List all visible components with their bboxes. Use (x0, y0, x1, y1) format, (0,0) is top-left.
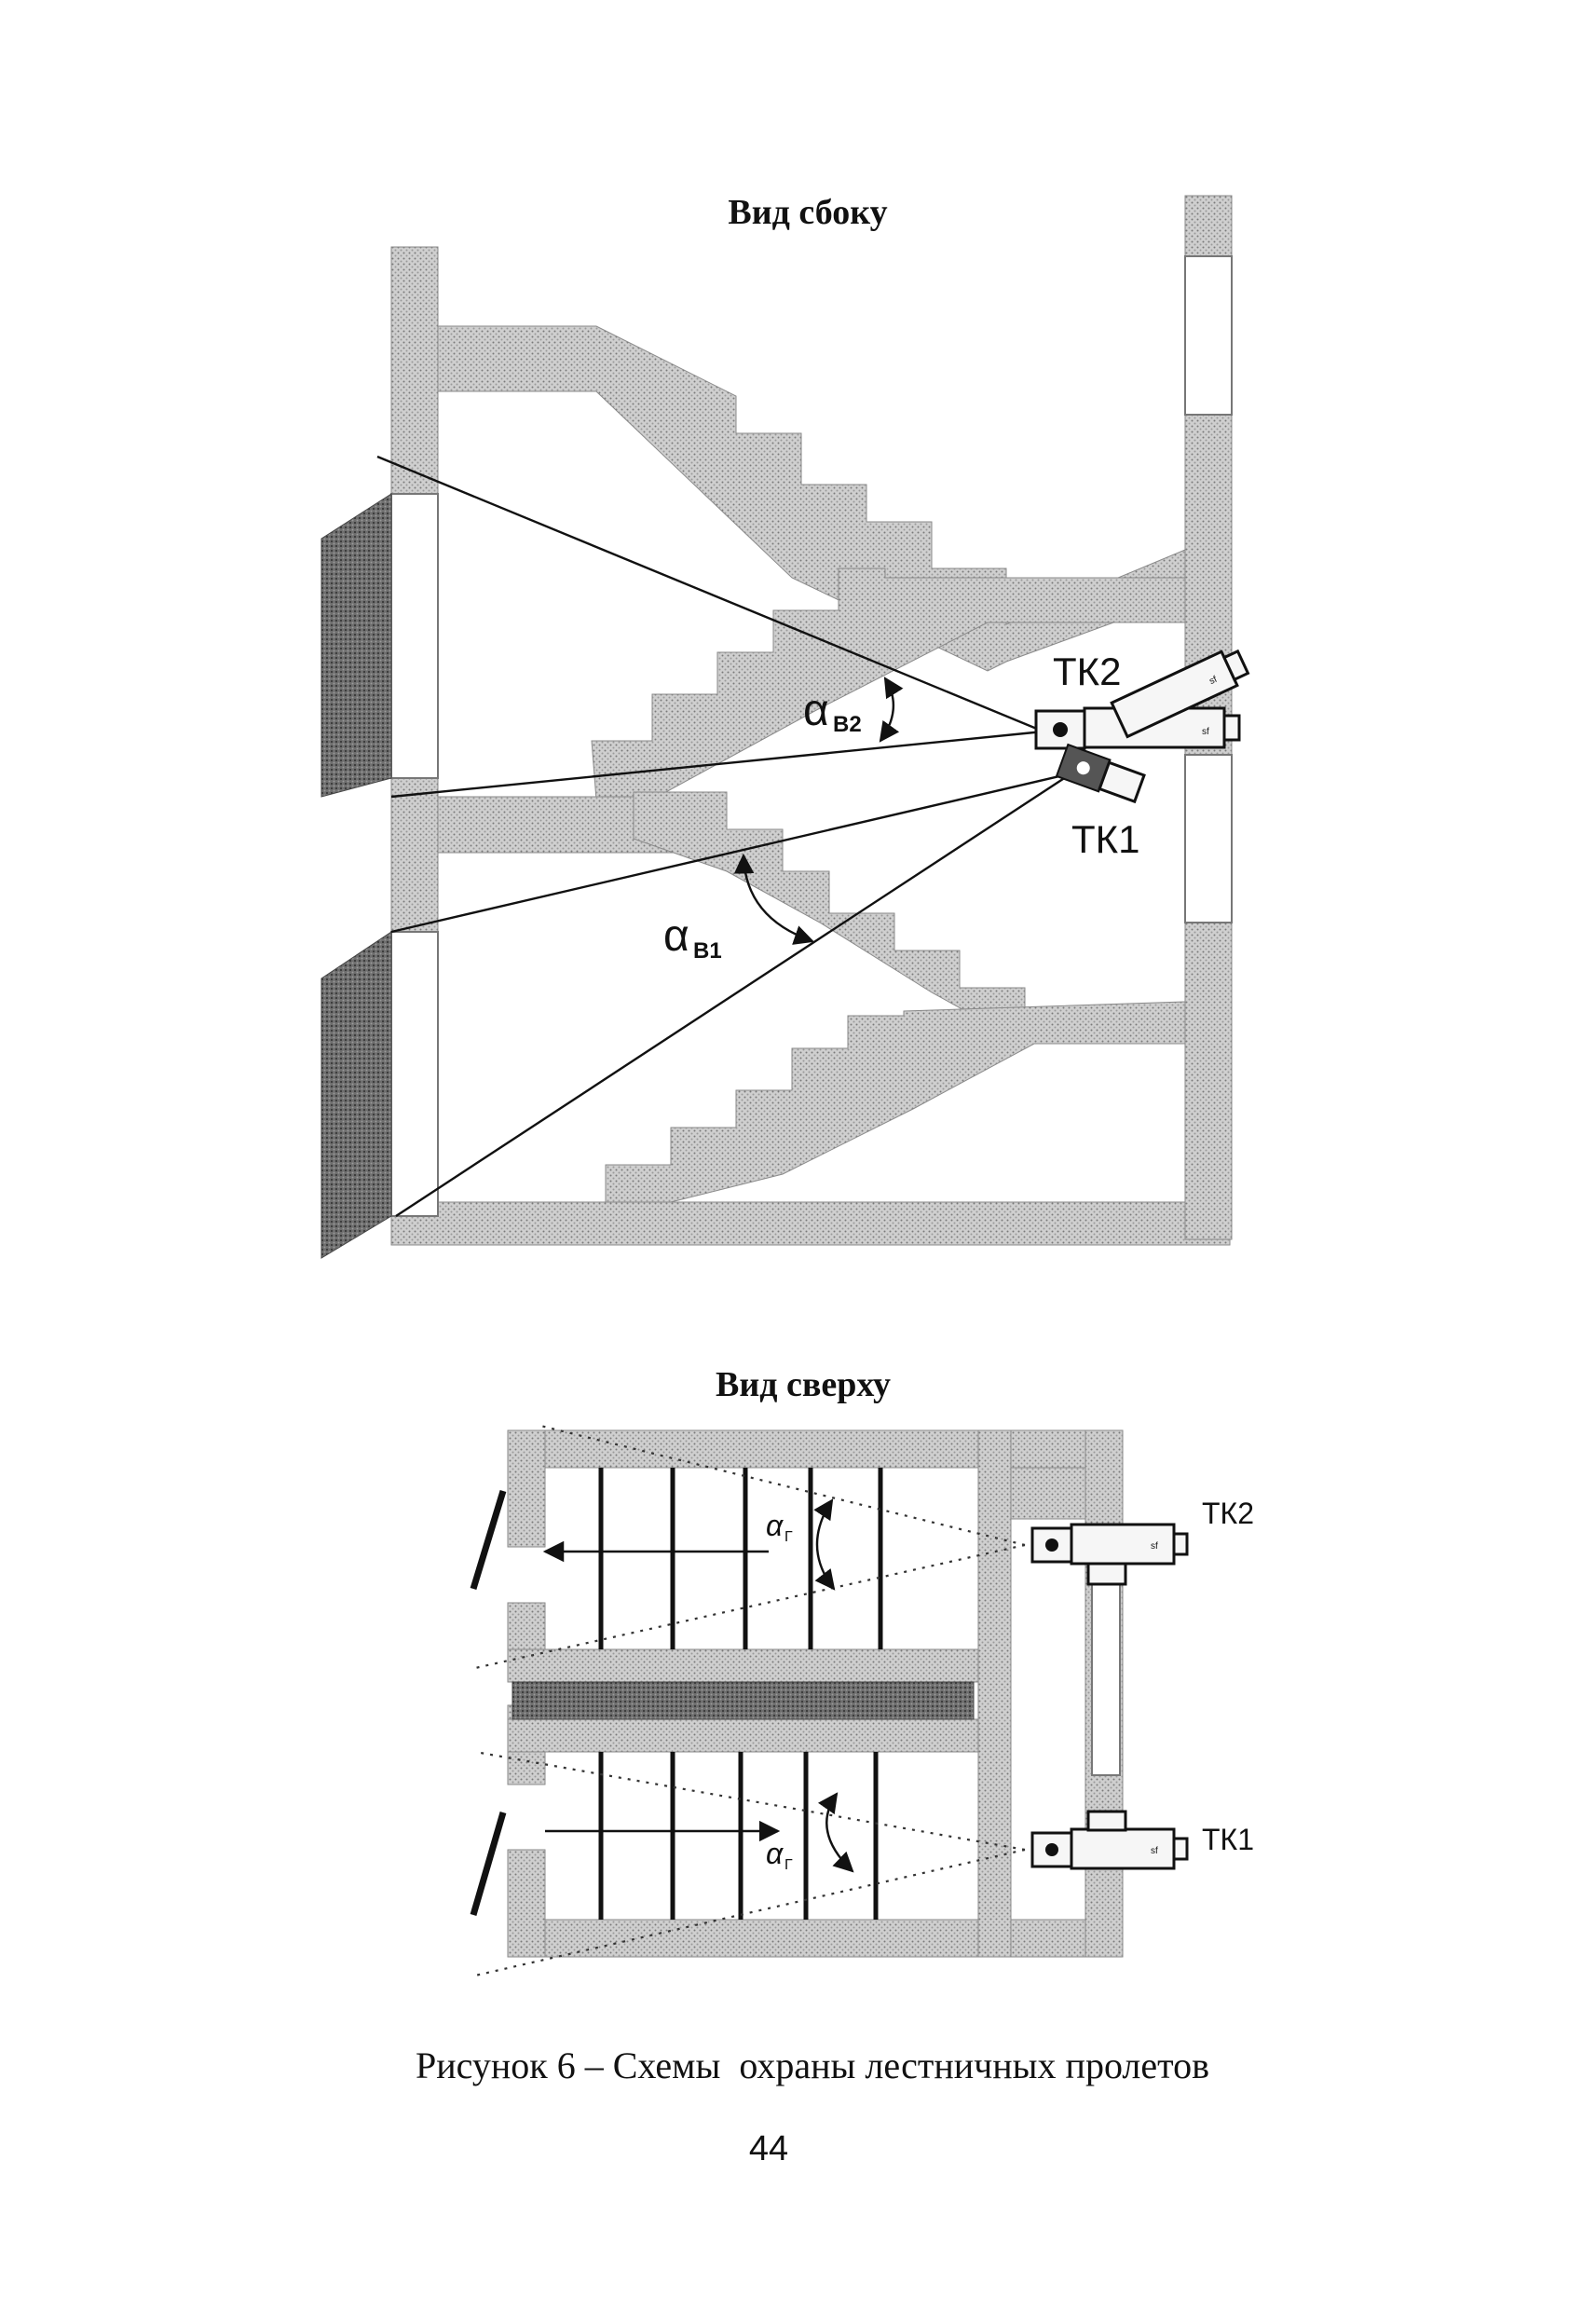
top-tk1-label: ТК1 (1202, 1823, 1254, 1856)
figure-caption: Рисунок 6 – Схемы охраны лестничных прол… (416, 2044, 1209, 2086)
svg-text:В1: В1 (693, 938, 722, 964)
camera-tk1-side: sf (1110, 649, 1250, 739)
svg-text:α: α (663, 911, 689, 961)
side-view-camera-beams (376, 455, 1072, 1218)
svg-text:В2: В2 (833, 712, 862, 737)
svg-text:sf: sf (1207, 675, 1219, 687)
camera-tk2-top: sf (1030, 1523, 1189, 1586)
svg-text:sf: sf (1151, 1846, 1158, 1856)
camera-tk1-head (1055, 743, 1146, 804)
top-angle-upper-label: α Г (766, 1509, 793, 1545)
top-angle-arc-upper (813, 1498, 836, 1591)
page-number: 44 (749, 2129, 788, 2168)
svg-text:α: α (766, 1837, 784, 1870)
side-view-building (321, 195, 1233, 1259)
top-lower-treads (598, 1752, 879, 1920)
top-tk2-label: ТК2 (1202, 1497, 1254, 1530)
svg-text:sf: sf (1202, 727, 1209, 737)
side-tk2-label: ТК2 (1053, 650, 1121, 693)
side-view-title: Вид сбоку (728, 193, 887, 232)
top-view-building (507, 1429, 1124, 1958)
side-angle-b2-label: α В2 (803, 686, 862, 737)
top-angle-lower-label: α Г (766, 1837, 793, 1873)
camera-tk1-top: sf (1030, 1810, 1189, 1870)
svg-text:Г: Г (784, 1529, 793, 1545)
top-upper-treads (598, 1468, 883, 1649)
svg-text:sf: sf (1151, 1541, 1158, 1552)
svg-text:α: α (766, 1509, 784, 1542)
angle-arc-b2 (879, 677, 904, 743)
svg-text:Г: Г (784, 1857, 793, 1873)
top-view-title: Вид сверху (716, 1365, 891, 1404)
angle-arc-b1 (733, 853, 815, 945)
svg-text:α: α (803, 686, 829, 735)
side-tk1-label: ТК1 (1071, 817, 1139, 861)
side-angle-b1-label: α В1 (663, 911, 722, 964)
top-door-lower (470, 1812, 507, 1916)
top-door-upper (470, 1489, 507, 1591)
top-view-beams (474, 1424, 1026, 1977)
top-angle-arc-lower (818, 1792, 854, 1873)
